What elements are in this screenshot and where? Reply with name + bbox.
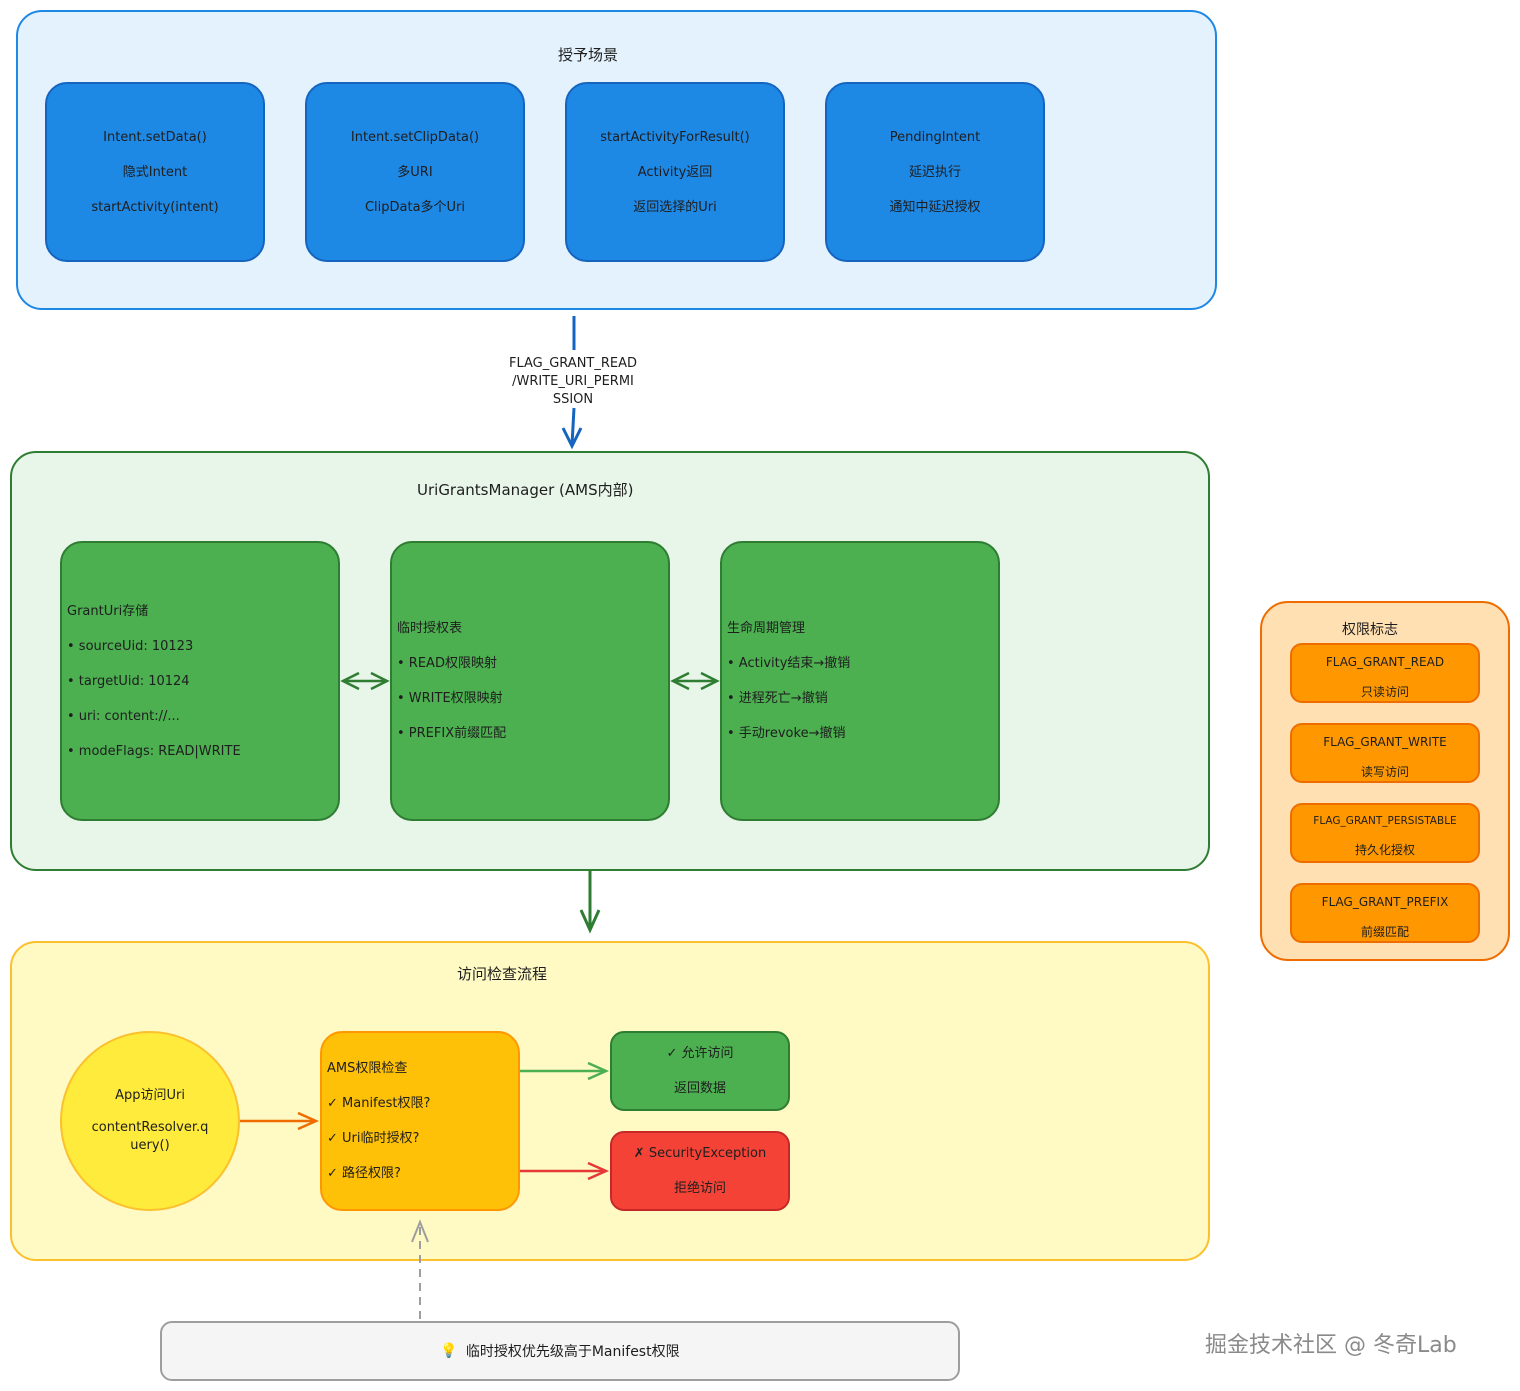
flag-grant-write-box: FLAG_GRANT_WRITE 读写访问: [1290, 723, 1480, 783]
scenario-line: PendingIntent: [889, 129, 981, 145]
temp-grant-table-box: 临时授权表 • READ权限映射 • WRITE权限映射 • PREFIX前缀匹…: [390, 541, 670, 821]
box-line: 生命周期管理: [727, 621, 806, 636]
scenario-box-setdata: Intent.setData() 隐式Intent startActivity(…: [45, 82, 265, 262]
box-line: ✓ 允许访问: [666, 1046, 734, 1061]
arrow-label-line: FLAG_GRANT_READ: [508, 356, 638, 371]
box-line: • targetUid: 10124: [67, 673, 190, 689]
box-line: ✗ SecurityException: [633, 1146, 767, 1161]
arrow-label-line: /WRITE_URI_PERMI: [512, 374, 634, 389]
circle-line: App访问Uri: [115, 1088, 185, 1103]
scenario-box-activity-result: startActivityForResult() Activity返回 返回选择…: [565, 82, 785, 262]
flag-name: FLAG_GRANT_WRITE: [1323, 735, 1447, 749]
priority-note-text: 临时授权优先级高于Manifest权限: [465, 1344, 680, 1360]
grant-scenarios-title: 授予场景: [558, 46, 619, 64]
flag-name: FLAG_GRANT_PREFIX: [1321, 895, 1449, 909]
scenario-line: startActivityForResult(): [600, 129, 750, 145]
box-line: 返回数据: [673, 1081, 726, 1096]
box-line: • PREFIX前缀匹配: [397, 726, 507, 741]
flag-name: FLAG_GRANT_PERSISTABLE: [1313, 815, 1457, 827]
flag-desc: 持久化授权: [1354, 843, 1415, 857]
grant-flag-arrow-label: FLAG_GRANT_READ /WRITE_URI_PERMI SSION: [488, 355, 658, 409]
flag-grant-read-box: FLAG_GRANT_READ 只读访问: [1290, 643, 1480, 703]
box-line: AMS权限检查: [327, 1061, 408, 1076]
scenario-line: Activity返回: [637, 164, 713, 180]
lifecycle-management-box: 生命周期管理 • Activity结束→撤销 • 进程死亡→撤销 • 手动rev…: [720, 541, 1000, 821]
allow-access-box: ✓ 允许访问 返回数据: [610, 1031, 790, 1111]
uri-grants-manager-title: UriGrantsManager (AMS内部): [417, 481, 634, 499]
scenario-line: ClipData多个Uri: [364, 199, 466, 215]
box-line: • uri: content://...: [67, 708, 180, 724]
box-line: ✓ Uri临时授权?: [327, 1131, 420, 1146]
box-line: 拒绝访问: [673, 1181, 726, 1196]
watermark: 掘金技术社区 @ 冬奇Lab: [1205, 1333, 1457, 1358]
box-line: • sourceUid: 10123: [67, 638, 194, 654]
box-line: ✓ Manifest权限?: [327, 1096, 431, 1111]
scenario-line: 隐式Intent: [122, 164, 188, 180]
box-line: • Activity结束→撤销: [727, 656, 851, 671]
scenario-box-pendingintent: PendingIntent 延迟执行 通知中延迟授权: [825, 82, 1045, 262]
lightbulb-icon: 💡: [440, 1343, 458, 1359]
scenario-line: Intent.setData(): [103, 129, 207, 145]
flag-grant-prefix-box: FLAG_GRANT_PREFIX 前缀匹配: [1290, 883, 1480, 943]
check-arrow-head: [579, 909, 601, 934]
priority-note-box: 💡 临时授权优先级高于Manifest权限: [160, 1321, 960, 1381]
box-line: • READ权限映射: [397, 656, 497, 671]
scenario-line: startActivity(intent): [91, 199, 219, 215]
flag-desc: 只读访问: [1360, 685, 1409, 699]
scenario-line: 返回选择的Uri: [633, 199, 717, 215]
flag-desc: 前缀匹配: [1360, 925, 1409, 939]
box-line: • 进程死亡→撤销: [727, 691, 828, 706]
granturi-storage-box: GrantUri存储 • sourceUid: 10123 • targetUi…: [60, 541, 340, 821]
ams-permission-check-box: AMS权限检查 ✓ Manifest权限? ✓ Uri临时授权? ✓ 路径权限?: [320, 1031, 520, 1211]
box-line: ✓ 路径权限?: [327, 1166, 401, 1181]
scenario-line: 延迟执行: [908, 164, 961, 180]
grant-arrow-head: [561, 427, 583, 450]
circle-line: contentResolver.q: [91, 1120, 209, 1135]
permission-flags-title: 权限标志: [1342, 622, 1398, 638]
grant-arrow-shaft-bottom: [570, 407, 576, 446]
scenario-line: 多URI: [397, 164, 433, 180]
box-line: • WRITE权限映射: [397, 691, 503, 706]
flag-grant-persistable-box: FLAG_GRANT_PERSISTABLE 持久化授权: [1290, 803, 1480, 863]
box-line: 临时授权表: [397, 621, 463, 636]
flag-desc: 读写访问: [1360, 765, 1409, 779]
app-access-circle: App访问Uri contentResolver.q uery(): [60, 1031, 240, 1211]
access-check-title: 访问检查流程: [457, 965, 548, 983]
flag-name: FLAG_GRANT_READ: [1325, 655, 1445, 669]
scenario-line: 通知中延迟授权: [889, 199, 981, 215]
circle-line: uery(): [130, 1138, 170, 1153]
scenario-box-setclipdata: Intent.setClipData() 多URI ClipData多个Uri: [305, 82, 525, 262]
box-line: • modeFlags: READ|WRITE: [67, 743, 241, 759]
box-line: • 手动revoke→撤销: [727, 726, 846, 741]
arrow-label-line: SSION: [552, 392, 594, 407]
scenario-line: Intent.setClipData(): [350, 129, 480, 145]
box-line: GrantUri存储: [67, 603, 149, 619]
deny-access-box: ✗ SecurityException 拒绝访问: [610, 1131, 790, 1211]
